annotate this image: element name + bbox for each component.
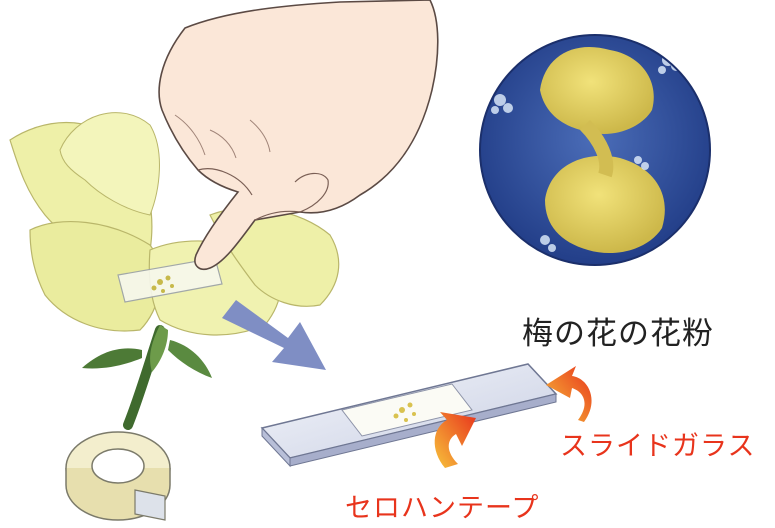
pollen-micrograph-icon — [479, 34, 711, 266]
arrow-icon — [222, 300, 326, 370]
slide-glass-icon — [260, 363, 558, 468]
pollen-caption: 梅の花の花粉 — [522, 316, 714, 352]
curved-arrow-icon — [434, 366, 592, 468]
tape-roll-icon — [65, 431, 171, 521]
slide-glass-label: スライドガラス — [560, 431, 756, 462]
cellophane-tape-label: セロハンテープ — [345, 493, 540, 524]
flower-icon — [9, 112, 340, 336]
hand-icon — [158, 0, 439, 271]
flower-stem — [82, 325, 212, 430]
